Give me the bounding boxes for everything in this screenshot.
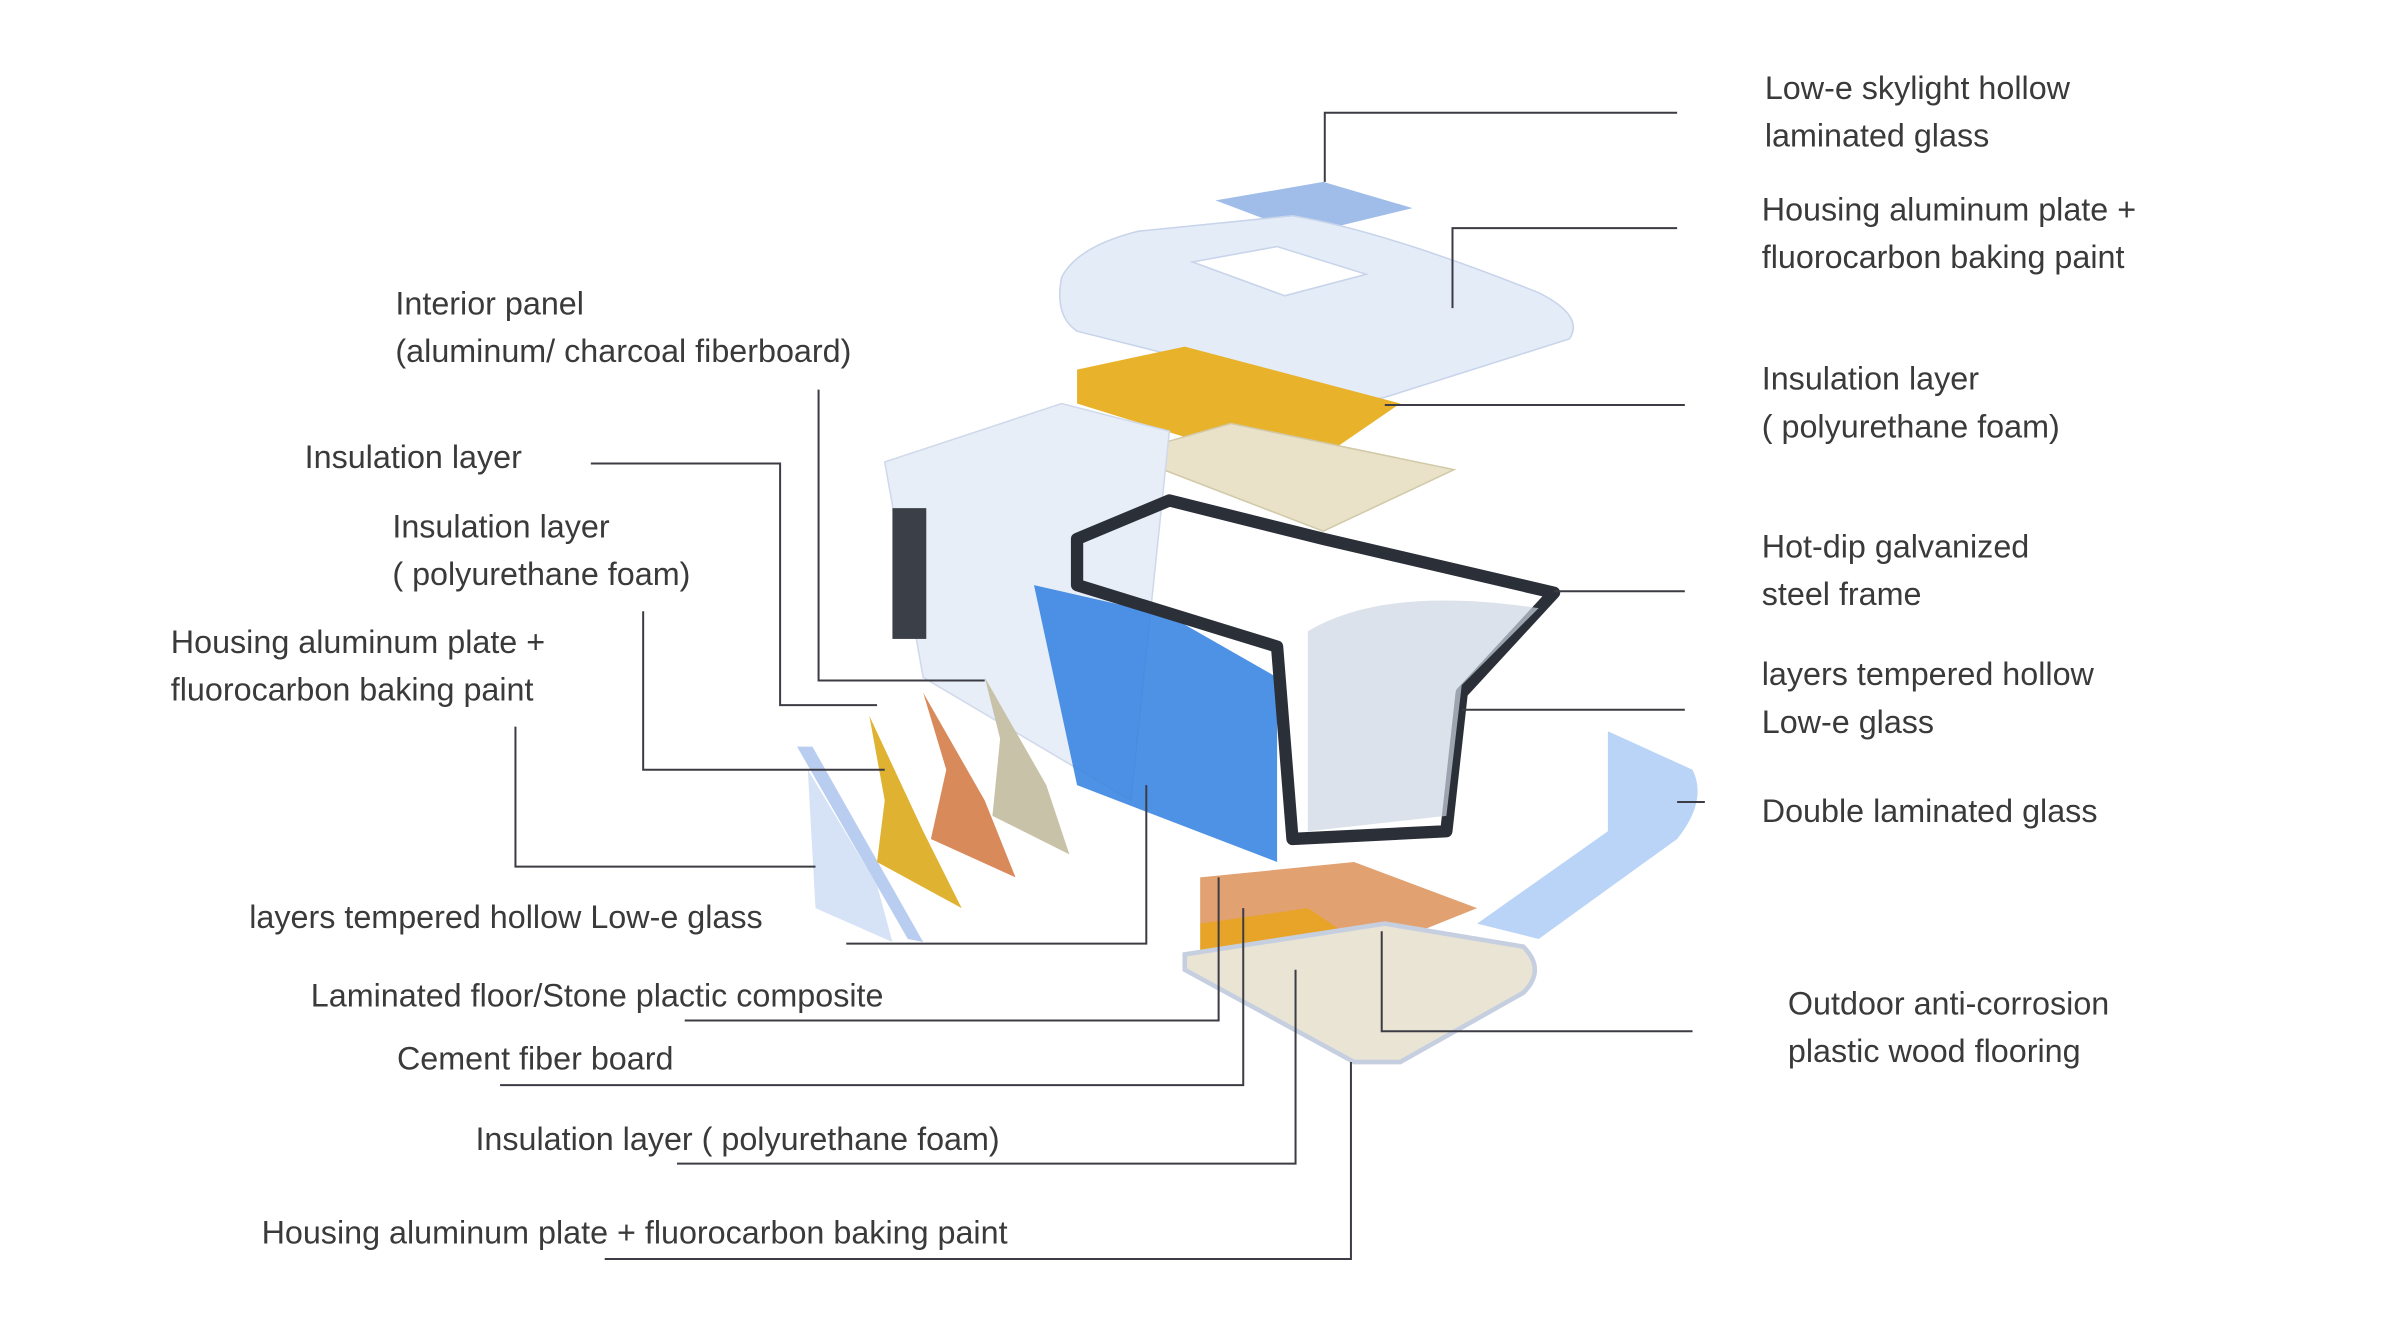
double-glass (1477, 731, 1698, 939)
label-double-glass: Double laminated glass (1762, 793, 2098, 829)
floor-housing (1182, 921, 1538, 1065)
label-floor-housing: Housing aluminum plate + fluorocarbon ba… (262, 1215, 1008, 1251)
leader-wall-housing (514, 726, 816, 868)
leader-roof-housing (1451, 227, 1678, 309)
exploded-module-illustration (797, 181, 1698, 1065)
label-wall-insulation-pu-1: Insulation layer (392, 508, 609, 544)
label-steel-frame-2: steel frame (1762, 576, 1922, 612)
label-roof-insulation-1: Insulation layer (1762, 361, 1979, 397)
side-glass (1033, 585, 1278, 863)
label-skylight-2: laminated glass (1765, 118, 1989, 154)
leader-outdoor-flooring (1380, 931, 1693, 1033)
label-skylight-1: Low-e skylight hollow (1765, 70, 2071, 106)
leader-interior-panel (817, 389, 985, 682)
leader-lines (500, 111, 1705, 1260)
label-tempered-left: layers tempered hollow Low-e glass (249, 899, 762, 935)
label-steel-frame-1: Hot-dip galvanized (1762, 528, 2030, 564)
wall-housing-layer (807, 769, 893, 943)
wall-insulation-yellow (869, 715, 962, 909)
label-outdoor-flooring-2: plastic wood flooring (1788, 1033, 2081, 1069)
front-glass (1307, 600, 1539, 832)
label-wall-insulation: Insulation layer (305, 439, 522, 475)
leader-tempered-left (846, 785, 1148, 945)
label-laminated-floor: Laminated floor/Stone plactic composite (311, 978, 884, 1014)
steel-frame (1070, 494, 1561, 846)
label-tempered-right-2: Low-e glass (1762, 704, 1934, 740)
label-outdoor-flooring-1: Outdoor anti-corrosion (1788, 985, 2109, 1021)
leader-skylight (1323, 111, 1678, 182)
label-roof-housing-2: fluorocarbon baking paint (1762, 239, 2125, 275)
leader-floor-insulation (677, 969, 1297, 1165)
door-dark (892, 508, 927, 639)
roof-opening (1189, 245, 1370, 297)
label-interior-panel-2: (aluminum/ charcoal fiberboard) (395, 333, 851, 369)
label-roof-housing-1: Housing aluminum plate + (1762, 191, 2136, 227)
label-wall-housing-2: fluorocarbon baking paint (171, 671, 534, 707)
label-roof-insulation-2: ( polyurethane foam) (1762, 408, 2060, 444)
label-tempered-right-1: layers tempered hollow (1762, 656, 2095, 692)
leader-wall-insulation (590, 462, 878, 707)
leader-laminated-floor (684, 877, 1220, 1022)
skylight-glass (1215, 181, 1413, 235)
leader-wall-insulation-pu (642, 611, 885, 771)
leader-floor-housing (604, 1062, 1352, 1260)
label-wall-housing-1: Housing aluminum plate + (171, 624, 545, 660)
leader-cement-board (500, 908, 1245, 1087)
label-cement-board: Cement fiber board (397, 1041, 673, 1077)
labels: Low-e skylight hollow laminated glass Ho… (171, 70, 2136, 1251)
wall-insulation-orange (923, 692, 1016, 878)
label-wall-insulation-pu-2: ( polyurethane foam) (392, 556, 690, 592)
label-floor-insulation: Insulation layer ( polyurethane foam) (475, 1121, 999, 1157)
wall-interior-panel (984, 677, 1070, 855)
roof-panel (1120, 422, 1457, 533)
label-interior-panel-1: Interior panel (395, 285, 584, 321)
wall-glass-layer (797, 746, 924, 943)
